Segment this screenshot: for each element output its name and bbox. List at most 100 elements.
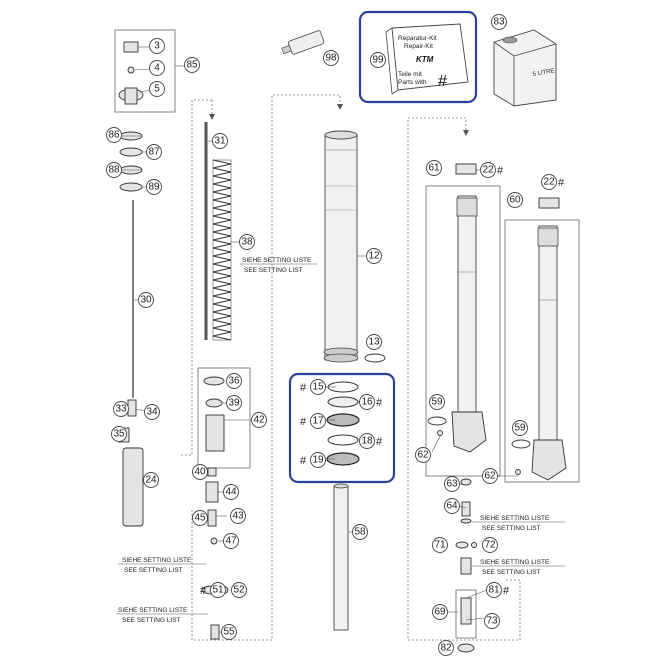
kit-hash-marker: # (376, 397, 383, 409)
callout-71: 71 (432, 537, 448, 553)
callout-82: 82 (438, 640, 454, 656)
svg-text:SEE SETTING LIST: SEE SETTING LIST (482, 525, 541, 532)
callout-58: 58 (352, 524, 368, 540)
callout-number: 30 (140, 295, 152, 306)
part-24-cylinder (122, 447, 144, 527)
callout-number: 24 (145, 475, 157, 486)
callout-number: 34 (146, 407, 158, 418)
part-38-spring (212, 159, 232, 341)
part-72 (471, 542, 477, 548)
callout-circle (226, 395, 242, 411)
callout-circle (239, 234, 255, 250)
callout-55: 55 (221, 624, 237, 640)
callout-circle (149, 81, 165, 97)
callout-circle (486, 582, 502, 598)
part-55 (210, 624, 220, 640)
kit-highlight-frame (358, 10, 478, 104)
kit-hash-symbol: # (438, 73, 447, 90)
callout-circle (226, 373, 242, 389)
part-89-washer (119, 182, 143, 192)
callout-circle (210, 582, 226, 598)
part-58-inner-tube (333, 483, 349, 631)
svg-text:SIEHE SETTING LISTE: SIEHE SETTING LISTE (480, 559, 550, 566)
callout-3: 3 (149, 38, 165, 54)
kit-parts-de: Teile mit (398, 71, 422, 78)
callout-18: 18# (359, 433, 383, 449)
assembly-route-right (408, 117, 467, 134)
callout-circle (192, 510, 208, 526)
callout-number: 52 (233, 585, 245, 596)
callout-72: 72 (482, 537, 498, 553)
callout-number: 71 (434, 540, 446, 551)
callout-circle (146, 144, 162, 160)
callout-85: 85 (184, 57, 200, 73)
callout-17: 17# (300, 413, 326, 429)
part-12-outer-tube (323, 130, 359, 363)
assembly-route-middle (407, 120, 420, 641)
part-4 (127, 66, 135, 74)
part-71 (455, 541, 469, 549)
callout-30: 30 (138, 292, 154, 308)
callout-5: 5 (149, 81, 165, 97)
callout-number: 38 (241, 237, 253, 248)
kit-label-de: Reparatur-Kit (398, 35, 437, 42)
kit-hash-marker: # (376, 436, 383, 448)
part-22-bushing-a-body (455, 163, 477, 175)
svg-text:SEE SETTING LIST: SEE SETTING LIST (244, 267, 303, 274)
setting-note-spring: SIEHE SETTING LISTE SEE SETTING LIST (240, 257, 318, 274)
callout-number: 62 (417, 450, 429, 461)
callout-number: 31 (214, 136, 226, 147)
callout-circle (444, 476, 460, 492)
svg-text:SIEHE SETTING LISTE: SIEHE SETTING LISTE (480, 515, 550, 522)
kit-hash-marker: # (558, 177, 565, 189)
callout-circle (310, 379, 326, 395)
part-64 (461, 501, 471, 517)
arrow-head (463, 130, 469, 136)
svg-text:SIEHE SETTING LISTE: SIEHE SETTING LISTE (242, 257, 312, 264)
callout-number: 42 (253, 415, 265, 426)
callout-circle (480, 162, 496, 178)
part-59-oring-a (427, 416, 447, 426)
callout-87: 87 (146, 144, 162, 160)
callout-circle (149, 60, 165, 76)
repair-kit-box (385, 23, 469, 95)
callout-circle (359, 433, 375, 449)
callout-31: 31 (212, 133, 228, 149)
callout-19: 19# (300, 452, 326, 468)
svg-text:SEE SETTING LIST: SEE SETTING LIST (122, 617, 181, 624)
part-22-bushing-b-body (538, 197, 560, 209)
group-frame-60 (504, 219, 580, 483)
callout-36: 36 (226, 373, 242, 389)
callout-43: 43 (230, 508, 246, 524)
callout-circle (143, 472, 159, 488)
callout-circle (144, 404, 160, 420)
callout-number: 47 (225, 536, 237, 547)
part-87-washer (119, 147, 143, 157)
callout-circle (366, 334, 382, 350)
setting-note-left-2: SIEHE SETTING LISTE SEE SETTING LIST (116, 607, 208, 624)
callout-circle (184, 57, 200, 73)
can-label: 5 LITRE (532, 68, 555, 78)
callout-number: 5 (154, 84, 160, 95)
callout-22: 22# (541, 174, 565, 190)
callout-number: 89 (148, 182, 160, 193)
part-33 (127, 399, 137, 417)
part-39 (205, 398, 223, 408)
callout-circle (352, 524, 368, 540)
kit-hash-marker: # (300, 455, 307, 467)
part-45 (207, 509, 217, 527)
part-3 (123, 41, 139, 53)
callout-number: 88 (108, 165, 120, 176)
callout-circle (432, 537, 448, 553)
part-98-grease-tube (281, 30, 325, 55)
callout-number: 63 (446, 479, 458, 490)
callout-number: 4 (154, 63, 160, 74)
callout-38: 38 (239, 234, 255, 250)
kit-label-en: Repair-Kit (404, 43, 433, 50)
callout-89: 89 (146, 179, 162, 195)
callout-circle (251, 412, 267, 428)
callout-number: 43 (232, 511, 244, 522)
kit-hash-marker: # (497, 165, 504, 177)
arrow-head (209, 114, 215, 120)
callout-circle (223, 533, 239, 549)
